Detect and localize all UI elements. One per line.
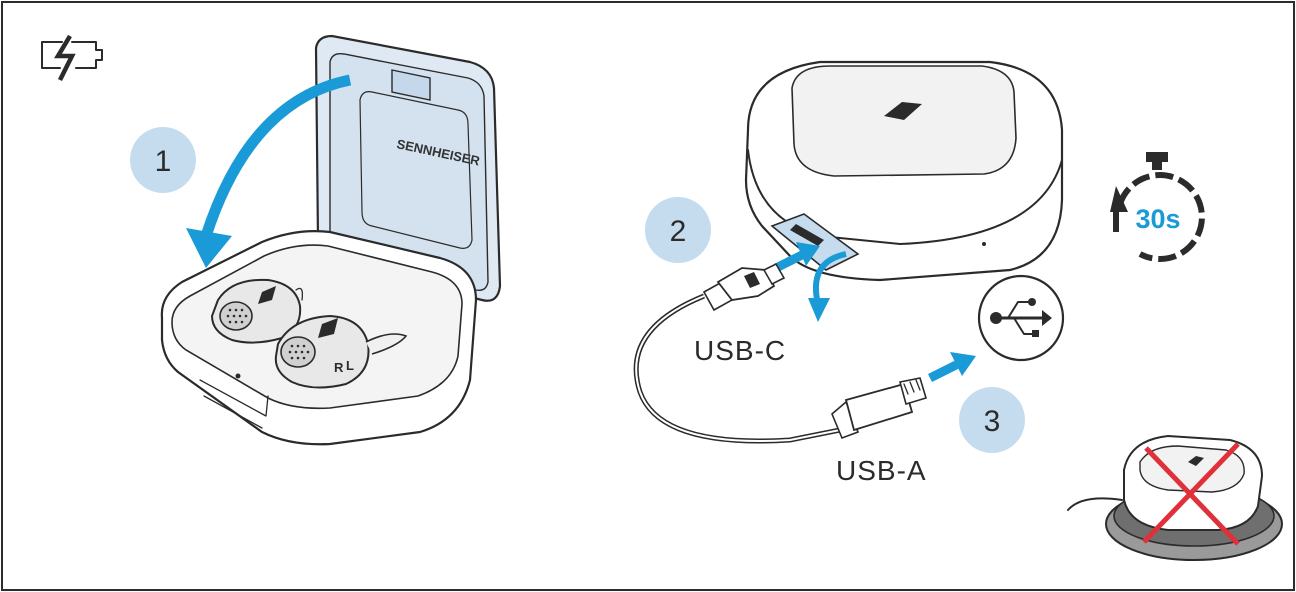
plug-usb-a-arrow (927, 359, 961, 383)
step-number-2: 2 (670, 215, 687, 248)
step-number-3: 3 (984, 405, 1001, 438)
close-lid-arrow (200, 74, 352, 238)
open-charging-case: SENNHEISER (160, 34, 502, 446)
earbud-left: R L (274, 314, 408, 389)
no-wireless-charging-icon (1067, 434, 1283, 561)
insert-usb-c-arrow (773, 249, 807, 273)
open-flap-arrow (812, 251, 847, 305)
stopwatch-icon: 30s (1110, 152, 1205, 263)
closed-charging-case (744, 60, 1064, 282)
close-lid-arrowhead (186, 228, 232, 268)
step-badge-2: 2 (645, 197, 711, 263)
usb-cable (633, 262, 927, 444)
usb-c-label: USB-C (694, 335, 786, 366)
earbud-marking-left: L (346, 358, 354, 373)
step-number-1: 1 (155, 145, 172, 178)
step-badge-1: 1 (130, 127, 196, 193)
timer-label: 30s (1135, 204, 1180, 234)
step-badge-3: 3 (959, 387, 1025, 453)
earbud-marking-right: R (334, 360, 344, 375)
usb-icon (977, 274, 1065, 362)
battery-charging-icon (41, 34, 103, 82)
usb-a-label: USB-A (836, 455, 927, 486)
